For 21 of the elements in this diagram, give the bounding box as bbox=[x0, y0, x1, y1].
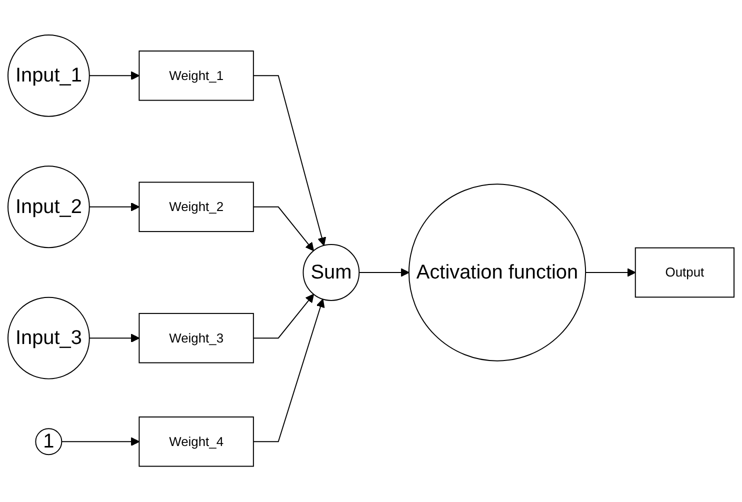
node-box: Output bbox=[634, 248, 735, 298]
node-circle: Sum bbox=[302, 244, 360, 302]
arrow bbox=[252, 76, 326, 246]
node-box: Weight_3 bbox=[138, 313, 254, 364]
node-circle: Activation function bbox=[408, 184, 586, 362]
node-circle: Input_3 bbox=[7, 297, 90, 380]
arrow bbox=[252, 206, 314, 252]
arrow bbox=[61, 438, 140, 446]
arrow bbox=[88, 202, 140, 212]
arrow bbox=[252, 294, 314, 339]
arrow bbox=[585, 268, 636, 278]
arrow bbox=[358, 268, 410, 278]
arrow bbox=[252, 299, 325, 442]
node-box: Weight_4 bbox=[138, 416, 254, 468]
node-circle: Input_2 bbox=[7, 166, 90, 248]
node-circle: 1 bbox=[35, 428, 62, 456]
node-box: Weight_2 bbox=[138, 182, 254, 232]
arrow bbox=[88, 334, 140, 343]
arrow bbox=[88, 72, 140, 80]
node-box: Weight_1 bbox=[138, 50, 254, 102]
node-circle: Input_1 bbox=[7, 34, 90, 118]
